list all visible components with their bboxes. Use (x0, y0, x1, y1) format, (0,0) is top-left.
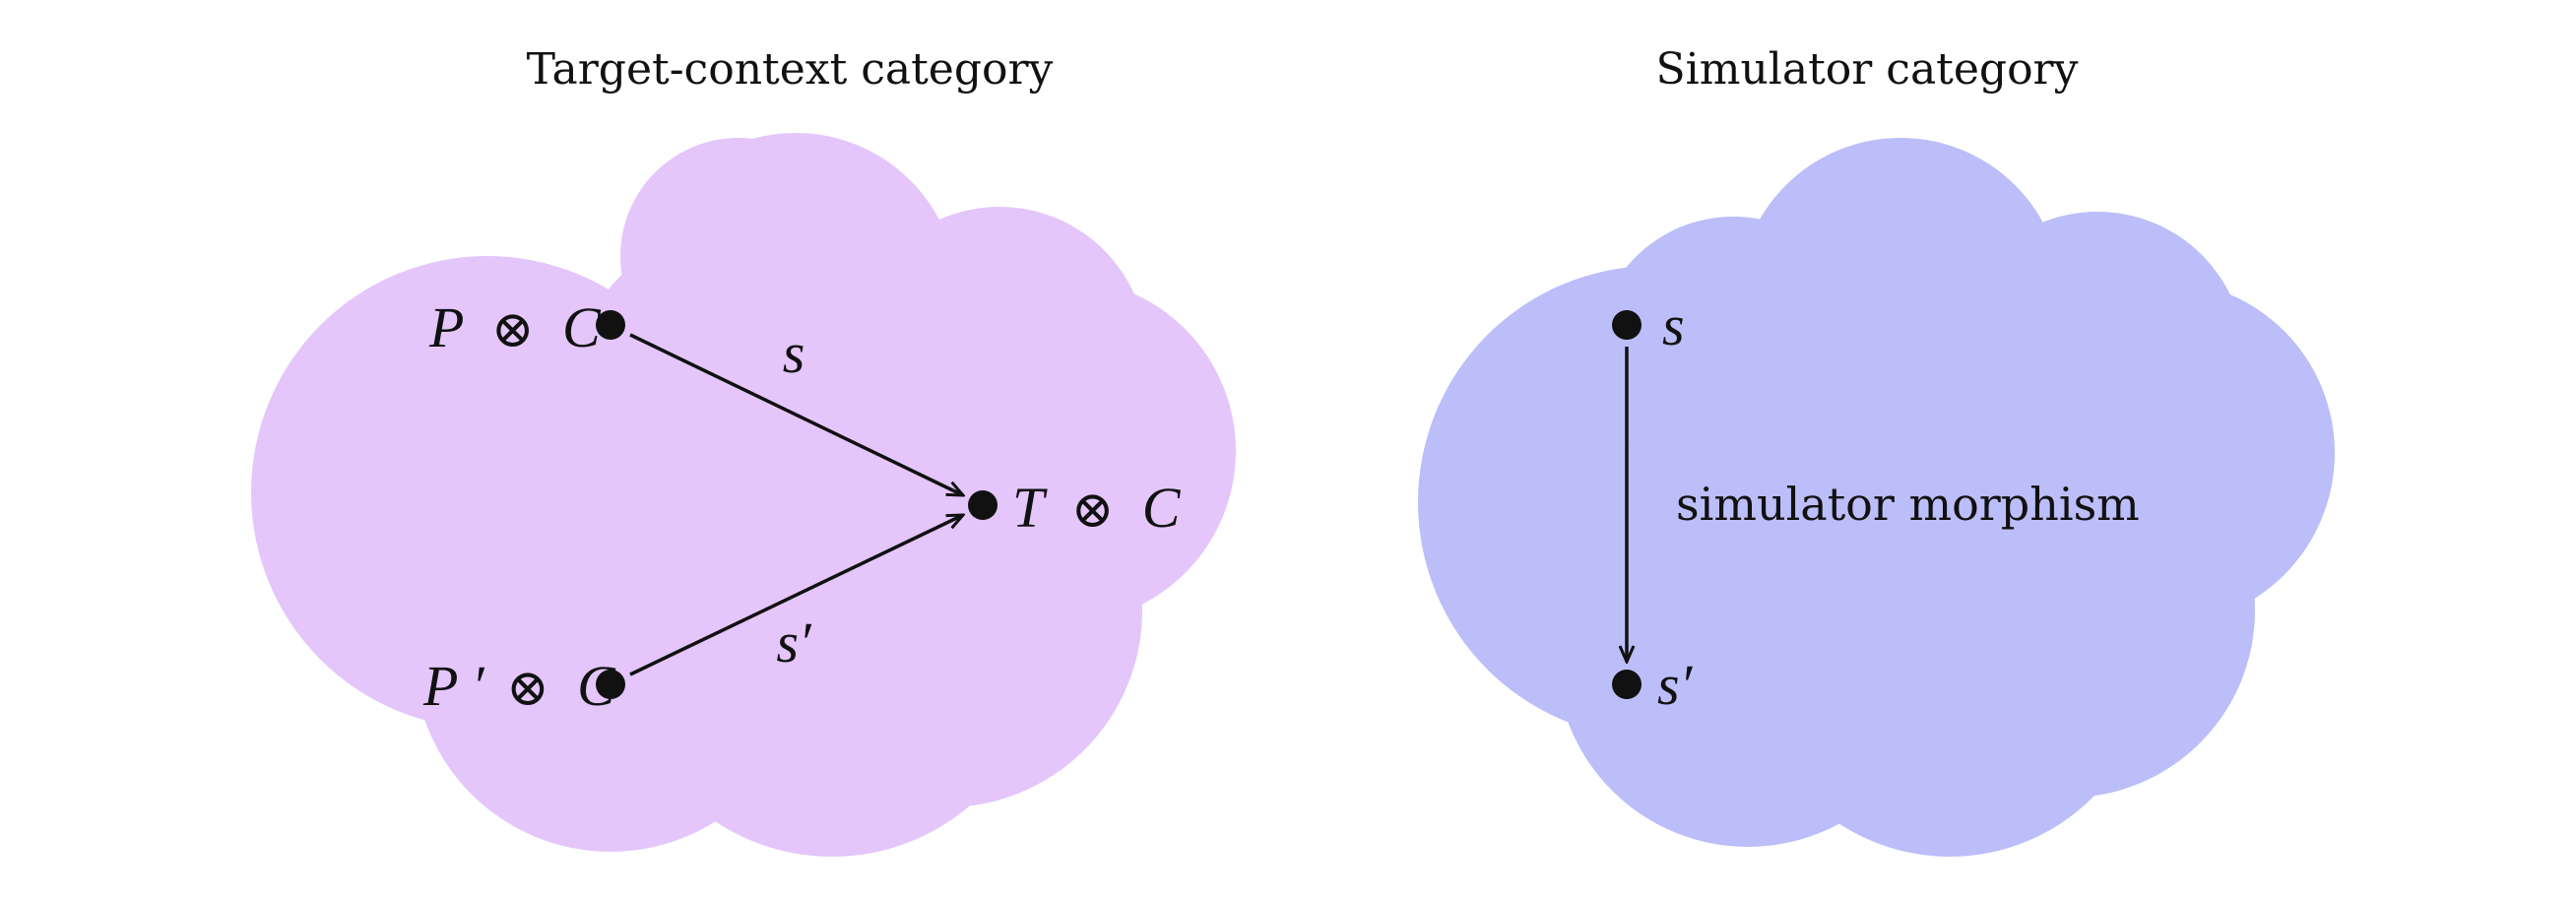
target-context-title: Target-context category (527, 44, 1054, 95)
node-pprime-otimes: ⊗ (506, 659, 549, 718)
simulator-category: Simulator category s s′ simulator morphi… (1418, 44, 2335, 857)
node-pprime-prime: ′ (472, 654, 485, 718)
node-p-ctx: C (562, 295, 602, 359)
node-t-var: T (1012, 476, 1048, 540)
edge-s-prime-arrow (629, 515, 963, 676)
svg-text:P ′ ⊗: P ′ ⊗ C (422, 654, 616, 718)
node-pprime-var: P (422, 654, 457, 718)
node-t-otimes: ⊗ (1071, 481, 1115, 540)
node-p-var: P (428, 295, 463, 359)
edge-s-prime-label: s′ (776, 611, 812, 675)
simulator-morphism-label: simulator morphism (1676, 478, 2140, 531)
node-s-prime: s′ (1612, 653, 1694, 717)
node-s-dot (1612, 310, 1642, 340)
node-t-dot (968, 490, 998, 520)
node-s-prime-label: s′ (1657, 653, 1694, 717)
node-pprime-dot (596, 670, 625, 699)
target-context-category: Target-context category P ⊗ C P ′ (251, 44, 1236, 857)
simulator-cloud (1418, 138, 2335, 857)
svg-text:T ⊗ C: T ⊗ C (1012, 476, 1182, 540)
node-p-otimes: ⊗ (491, 300, 535, 359)
node-p-dot (596, 310, 625, 340)
node-s-label: s (1662, 293, 1685, 357)
edge-s-arrow (629, 333, 963, 495)
edge-s-label: s (783, 321, 805, 385)
node-pprime-tensor-c: P ′ ⊗ C (422, 654, 625, 718)
svg-text:P ⊗ C: P ⊗ C (428, 295, 602, 359)
node-t-tensor-c: T ⊗ C (968, 476, 1182, 540)
node-p-tensor-c: P ⊗ C (428, 295, 625, 359)
node-s-prime-dot (1612, 670, 1642, 699)
node-t-ctx: C (1142, 476, 1182, 540)
node-s: s (1612, 293, 1685, 357)
simulator-title: Simulator category (1656, 44, 2079, 95)
target-context-cloud (251, 133, 1236, 857)
